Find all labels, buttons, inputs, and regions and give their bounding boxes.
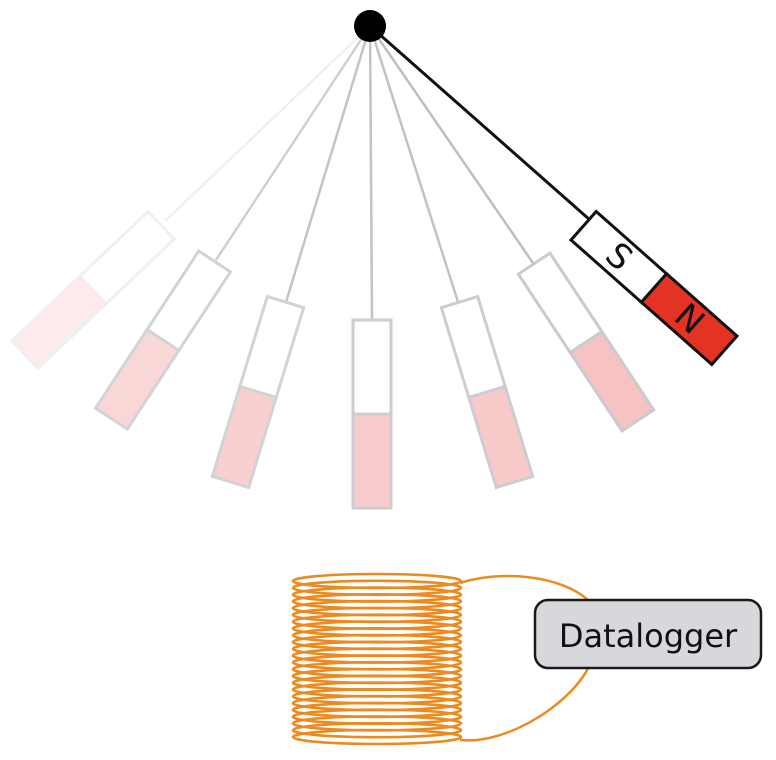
coil-turn — [291, 721, 463, 739]
coil-wires — [459, 574, 592, 742]
wire-coil — [291, 572, 463, 746]
bottom-wire — [459, 663, 592, 742]
ghost-pendulum-5 — [368, 25, 535, 490]
ghost-pendulum-4 — [351, 25, 393, 510]
datalogger-box — [533, 598, 763, 670]
pivot-point — [354, 10, 386, 42]
ghost-pendulum-1 — [9, 25, 371, 371]
ghost-pendulum-6 — [368, 25, 656, 433]
pendulum-string — [369, 24, 591, 222]
ghost-pendulum-3 — [210, 25, 372, 490]
magnet-north-pole — [639, 271, 740, 367]
datalogger-label: Datalogger — [559, 617, 738, 655]
ghost-pendulum-positions — [9, 25, 656, 510]
coil-turn — [291, 728, 463, 746]
datalogger: Datalogger — [533, 598, 763, 670]
ghost-pendulum-2 — [93, 25, 372, 432]
top-wire — [459, 574, 589, 601]
